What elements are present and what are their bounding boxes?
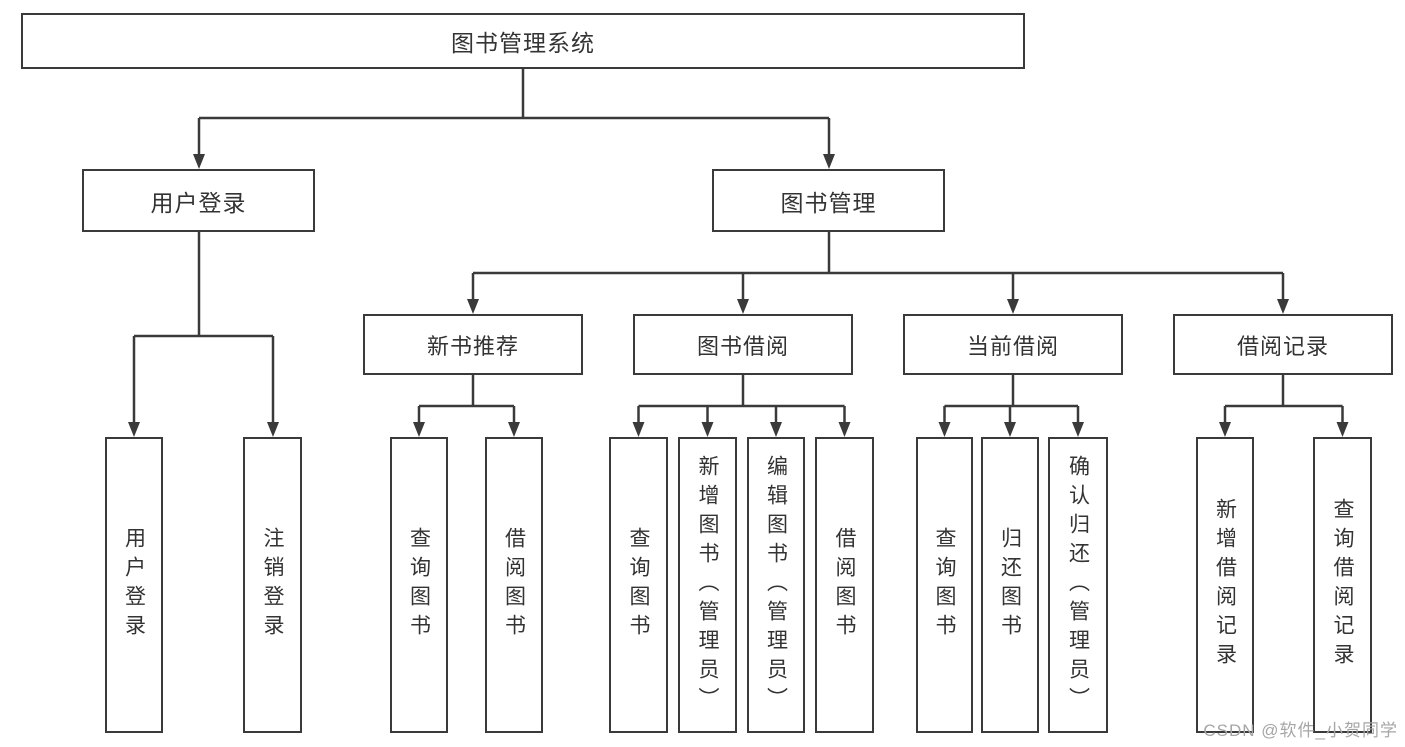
leaf-borrow-book-2: 借阅图书	[815, 437, 874, 733]
node-user-login: 用户登录	[82, 169, 315, 232]
node-borrow-record: 借阅记录	[1173, 314, 1393, 375]
leaf-query-book-3: 查询图书	[916, 437, 973, 733]
leaf-add-book-admin: 新增图书（管理员）	[678, 437, 737, 733]
leaf-query-book-1: 查询图书	[390, 437, 448, 733]
node-new-book-recommend: 新书推荐	[363, 314, 583, 375]
node-root-book-management-system: 图书管理系统	[21, 13, 1025, 69]
node-book-borrow: 图书借阅	[633, 314, 853, 375]
leaf-add-borrow-record: 新增借阅记录	[1196, 437, 1254, 733]
leaf-query-book-2: 查询图书	[609, 437, 668, 733]
leaf-user-login: 用户登录	[105, 437, 163, 733]
leaf-borrow-book-1: 借阅图书	[485, 437, 543, 733]
leaf-edit-book-admin: 编辑图书（管理员）	[747, 437, 805, 733]
node-current-borrow: 当前借阅	[903, 314, 1123, 375]
leaf-return-book: 归还图书	[981, 437, 1039, 733]
leaf-confirm-return-admin: 确认归还（管理员）	[1048, 437, 1108, 733]
leaf-logout: 注销登录	[243, 437, 302, 733]
node-book-management: 图书管理	[712, 169, 945, 232]
leaf-query-borrow-record: 查询借阅记录	[1313, 437, 1372, 733]
csdn-watermark: CSDN @软件_小贺同学	[1203, 721, 1398, 740]
